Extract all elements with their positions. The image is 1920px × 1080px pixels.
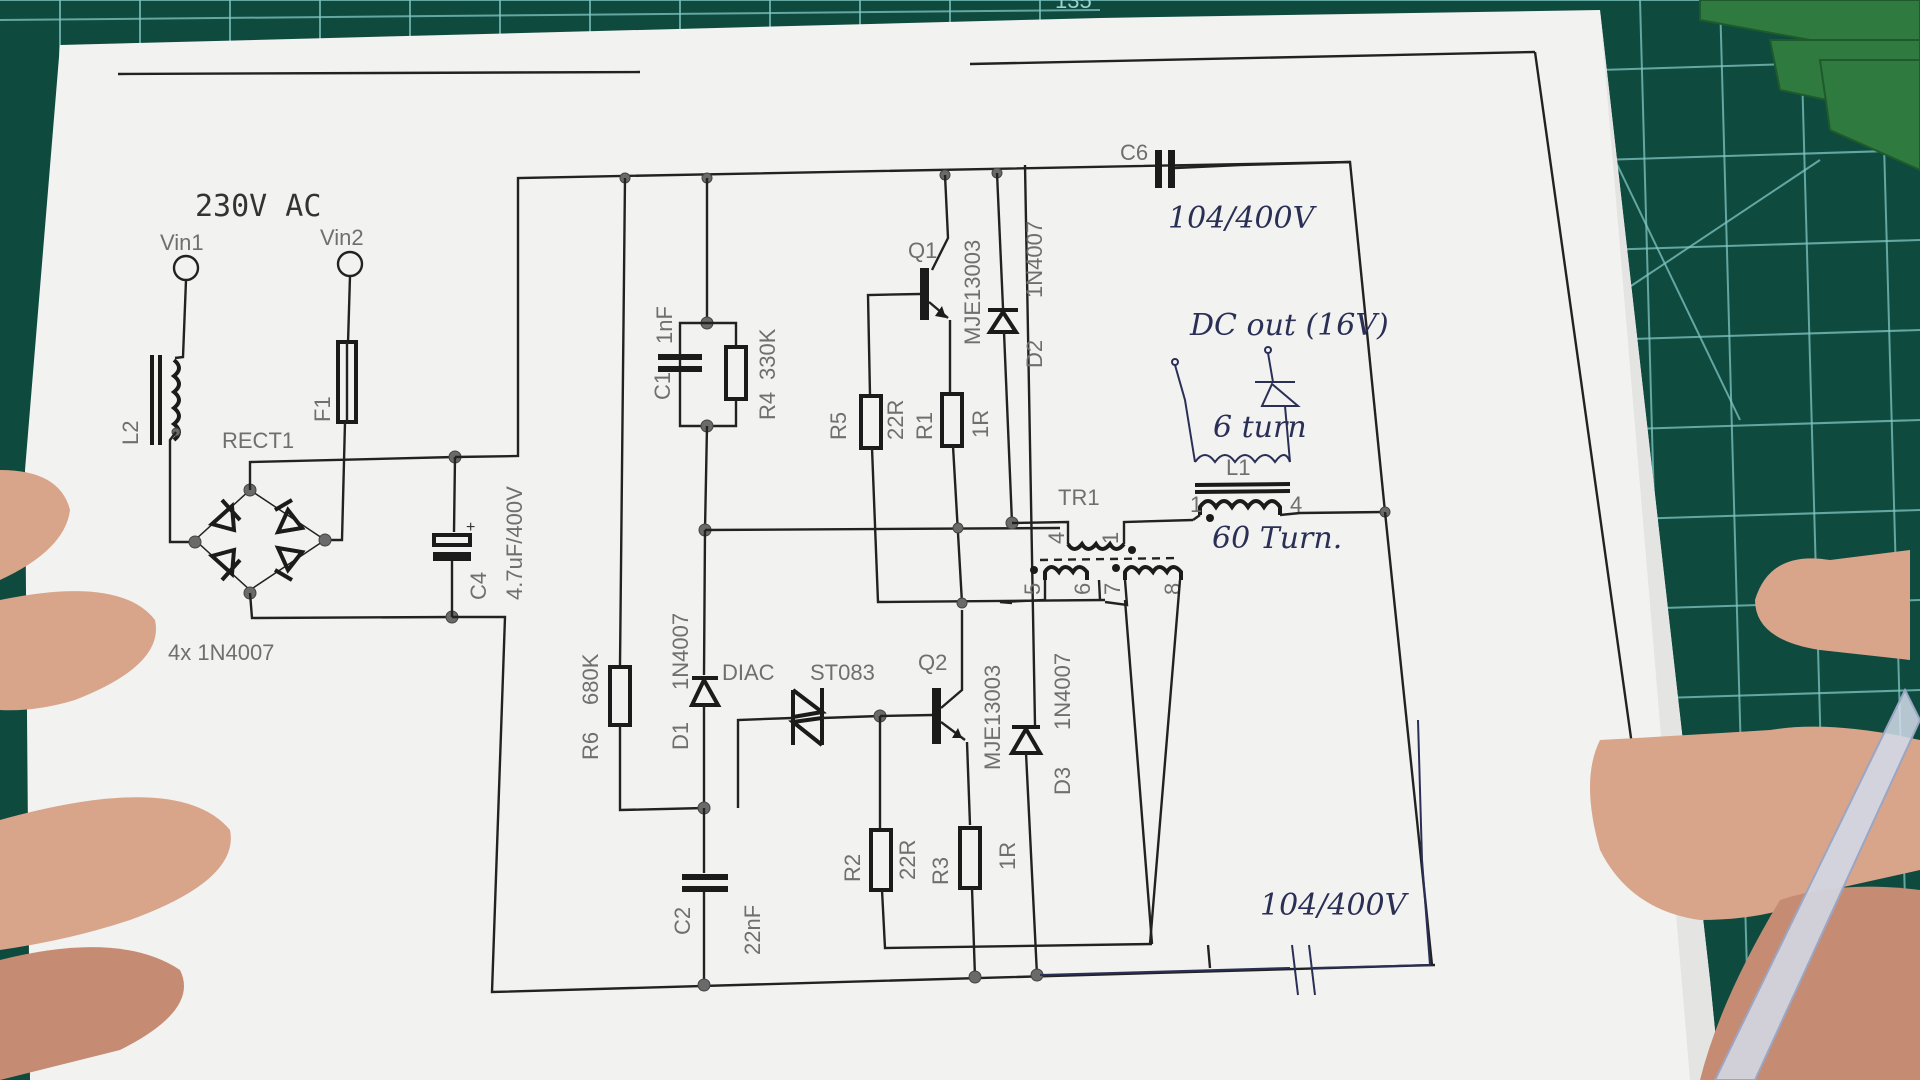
capacitor-c1-plate-b	[658, 366, 702, 372]
input-title: 230V AC	[195, 189, 321, 224]
transformer-tr1: TR1 4 1 5 6 7 8	[999, 485, 1194, 945]
tr1-pin-5: 5	[1020, 583, 1045, 595]
c6-value-handwritten: 104/400V	[1168, 201, 1318, 236]
capacitor-c4-plus	[432, 533, 472, 547]
hands	[0, 470, 1920, 1080]
tr1-pin-1: 1	[1098, 532, 1123, 544]
oscillator-section: R6 680K C1 1nF R4 330K D1 1N4007 DIAC ST…	[578, 164, 1153, 992]
rect1-label: RECT1	[222, 428, 294, 453]
tr1-pin-8: 8	[1160, 583, 1185, 595]
r6-value: 680K	[578, 653, 603, 705]
pen	[1713, 687, 1920, 1080]
input-section: 230V AC Vin1 Vin2 L2 F1 RECT1	[118, 160, 1436, 994]
dc-out-handwritten: DC out (16V)	[1189, 308, 1389, 343]
r3-label: R3	[928, 857, 953, 885]
tr1-pin-7: 7	[1100, 583, 1125, 595]
left-thumb	[0, 470, 70, 580]
q2-label: Q2	[918, 650, 947, 675]
capacitor-c6-plate-b	[1168, 150, 1175, 188]
d1-label: D1	[668, 722, 693, 750]
left-palm	[0, 947, 184, 1080]
paper-sheet	[25, 10, 1720, 1080]
capacitor-c2-plate-a	[682, 874, 728, 880]
r3-value: 1R	[995, 842, 1020, 870]
r2-value: 22R	[895, 840, 920, 880]
output-section: C6 104/400V L1 1 4 DC out (16V) 6 turn 6…	[1039, 140, 1434, 996]
resistor-r3	[958, 826, 982, 890]
tr1-pin-4: 4	[1044, 532, 1069, 544]
r2-label: R2	[840, 854, 865, 882]
c2-value: 22nF	[740, 905, 765, 955]
q2-part: MJE13003	[980, 665, 1005, 770]
resistor-r5	[859, 394, 883, 450]
diac-part: ST083	[810, 660, 875, 685]
bottom-cap-value-handwritten: 104/400V	[1260, 888, 1410, 923]
transistor-q2	[932, 688, 941, 744]
c1-label: C1	[650, 372, 675, 400]
l1-pin-1: 1	[1190, 492, 1202, 517]
tr1-pin-6: 6	[1070, 583, 1095, 595]
q1-label: Q1	[908, 238, 937, 263]
l2-label: L2	[118, 421, 143, 445]
c1-value: 1nF	[652, 306, 677, 344]
plus-sign: +	[466, 519, 475, 536]
d1-part: 1N4007	[668, 613, 693, 690]
f1-label: F1	[310, 396, 335, 422]
pcb-boards	[1699, 0, 1920, 172]
r1-label: R1	[912, 412, 937, 440]
primary-turns-handwritten: 60 Turn.	[1212, 521, 1342, 556]
vin2-label: Vin2	[320, 225, 364, 250]
capacitor-c6-plate-a	[1155, 150, 1162, 188]
resistor-r1	[940, 392, 964, 448]
left-finger-1	[0, 591, 156, 711]
capacitor-c4-minus	[433, 552, 471, 561]
resistor-r2	[869, 828, 893, 892]
vin1-label: Vin1	[160, 230, 204, 255]
r5-value: 22R	[883, 400, 908, 440]
r1-value: 1R	[968, 410, 993, 438]
mat-number: 135	[1055, 0, 1092, 13]
d3-part: 1N4007	[1050, 653, 1075, 730]
c4-label: C4	[466, 572, 491, 600]
r5-label: R5	[826, 412, 851, 440]
secondary-turns-handwritten: 6 turn	[1213, 410, 1307, 445]
r4-label: R4	[755, 392, 780, 420]
r6-label: R6	[578, 732, 603, 760]
right-finger-1	[1755, 550, 1910, 660]
inductor-l2	[150, 355, 181, 445]
tr1-label: TR1	[1058, 485, 1100, 510]
capacitor-c1-plate-a	[658, 354, 702, 360]
d3-label: D3	[1050, 767, 1075, 795]
drawing-frame	[117, 50, 1634, 746]
left-finger-2	[0, 797, 231, 950]
bridge-rectifier	[188, 483, 332, 600]
c4-value: 4.7uF/400V	[502, 486, 527, 600]
r4-value: 330K	[755, 328, 780, 380]
capacitor-c2-plate-b	[682, 886, 728, 892]
l1-pin-4: 4	[1290, 492, 1302, 517]
diac-label: DIAC	[722, 660, 775, 685]
transistor-q1	[920, 268, 929, 320]
d2-label: D2	[1022, 340, 1047, 368]
d2-part: 1N4007	[1022, 221, 1047, 298]
c2-label: C2	[670, 907, 695, 935]
rect1-note: 4x 1N4007	[168, 640, 274, 665]
c6-label: C6	[1120, 140, 1148, 165]
q1-part: MJE13003	[960, 240, 985, 345]
